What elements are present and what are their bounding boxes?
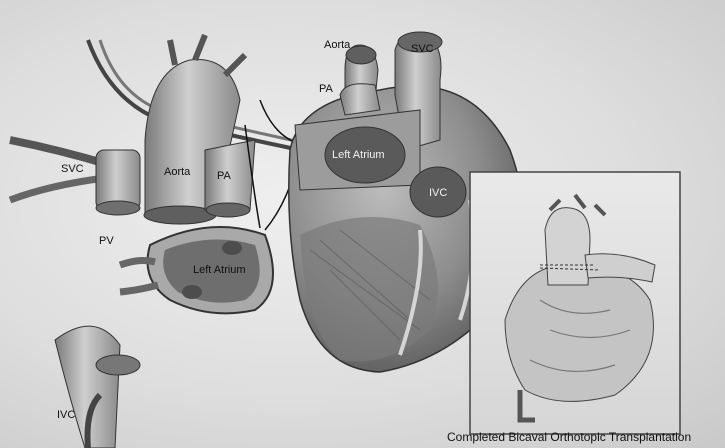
label-ivc-recipient: IVC	[57, 410, 75, 421]
label-pa-donor: PA	[319, 84, 333, 95]
recipient-structures	[10, 35, 300, 448]
label-left-atrium-recipient: Left Atrium	[193, 265, 246, 276]
label-ivc-donor: IVC	[429, 188, 447, 199]
left-tube	[10, 140, 110, 165]
label-aorta-donor: Aorta	[324, 40, 350, 51]
label-svc-recipient: SVC	[61, 164, 84, 175]
inset-caption: Completed Bicaval Orthotopic Transplanta…	[447, 431, 691, 443]
label-pv-recipient: PV	[99, 236, 114, 247]
label-left-atrium-donor: Left Atrium	[332, 150, 385, 161]
label-aorta-recipient: Aorta	[164, 167, 190, 178]
label-pa-recipient: PA	[217, 171, 231, 182]
label-svc-donor: SVC	[411, 44, 434, 55]
inset-panel	[470, 172, 680, 434]
